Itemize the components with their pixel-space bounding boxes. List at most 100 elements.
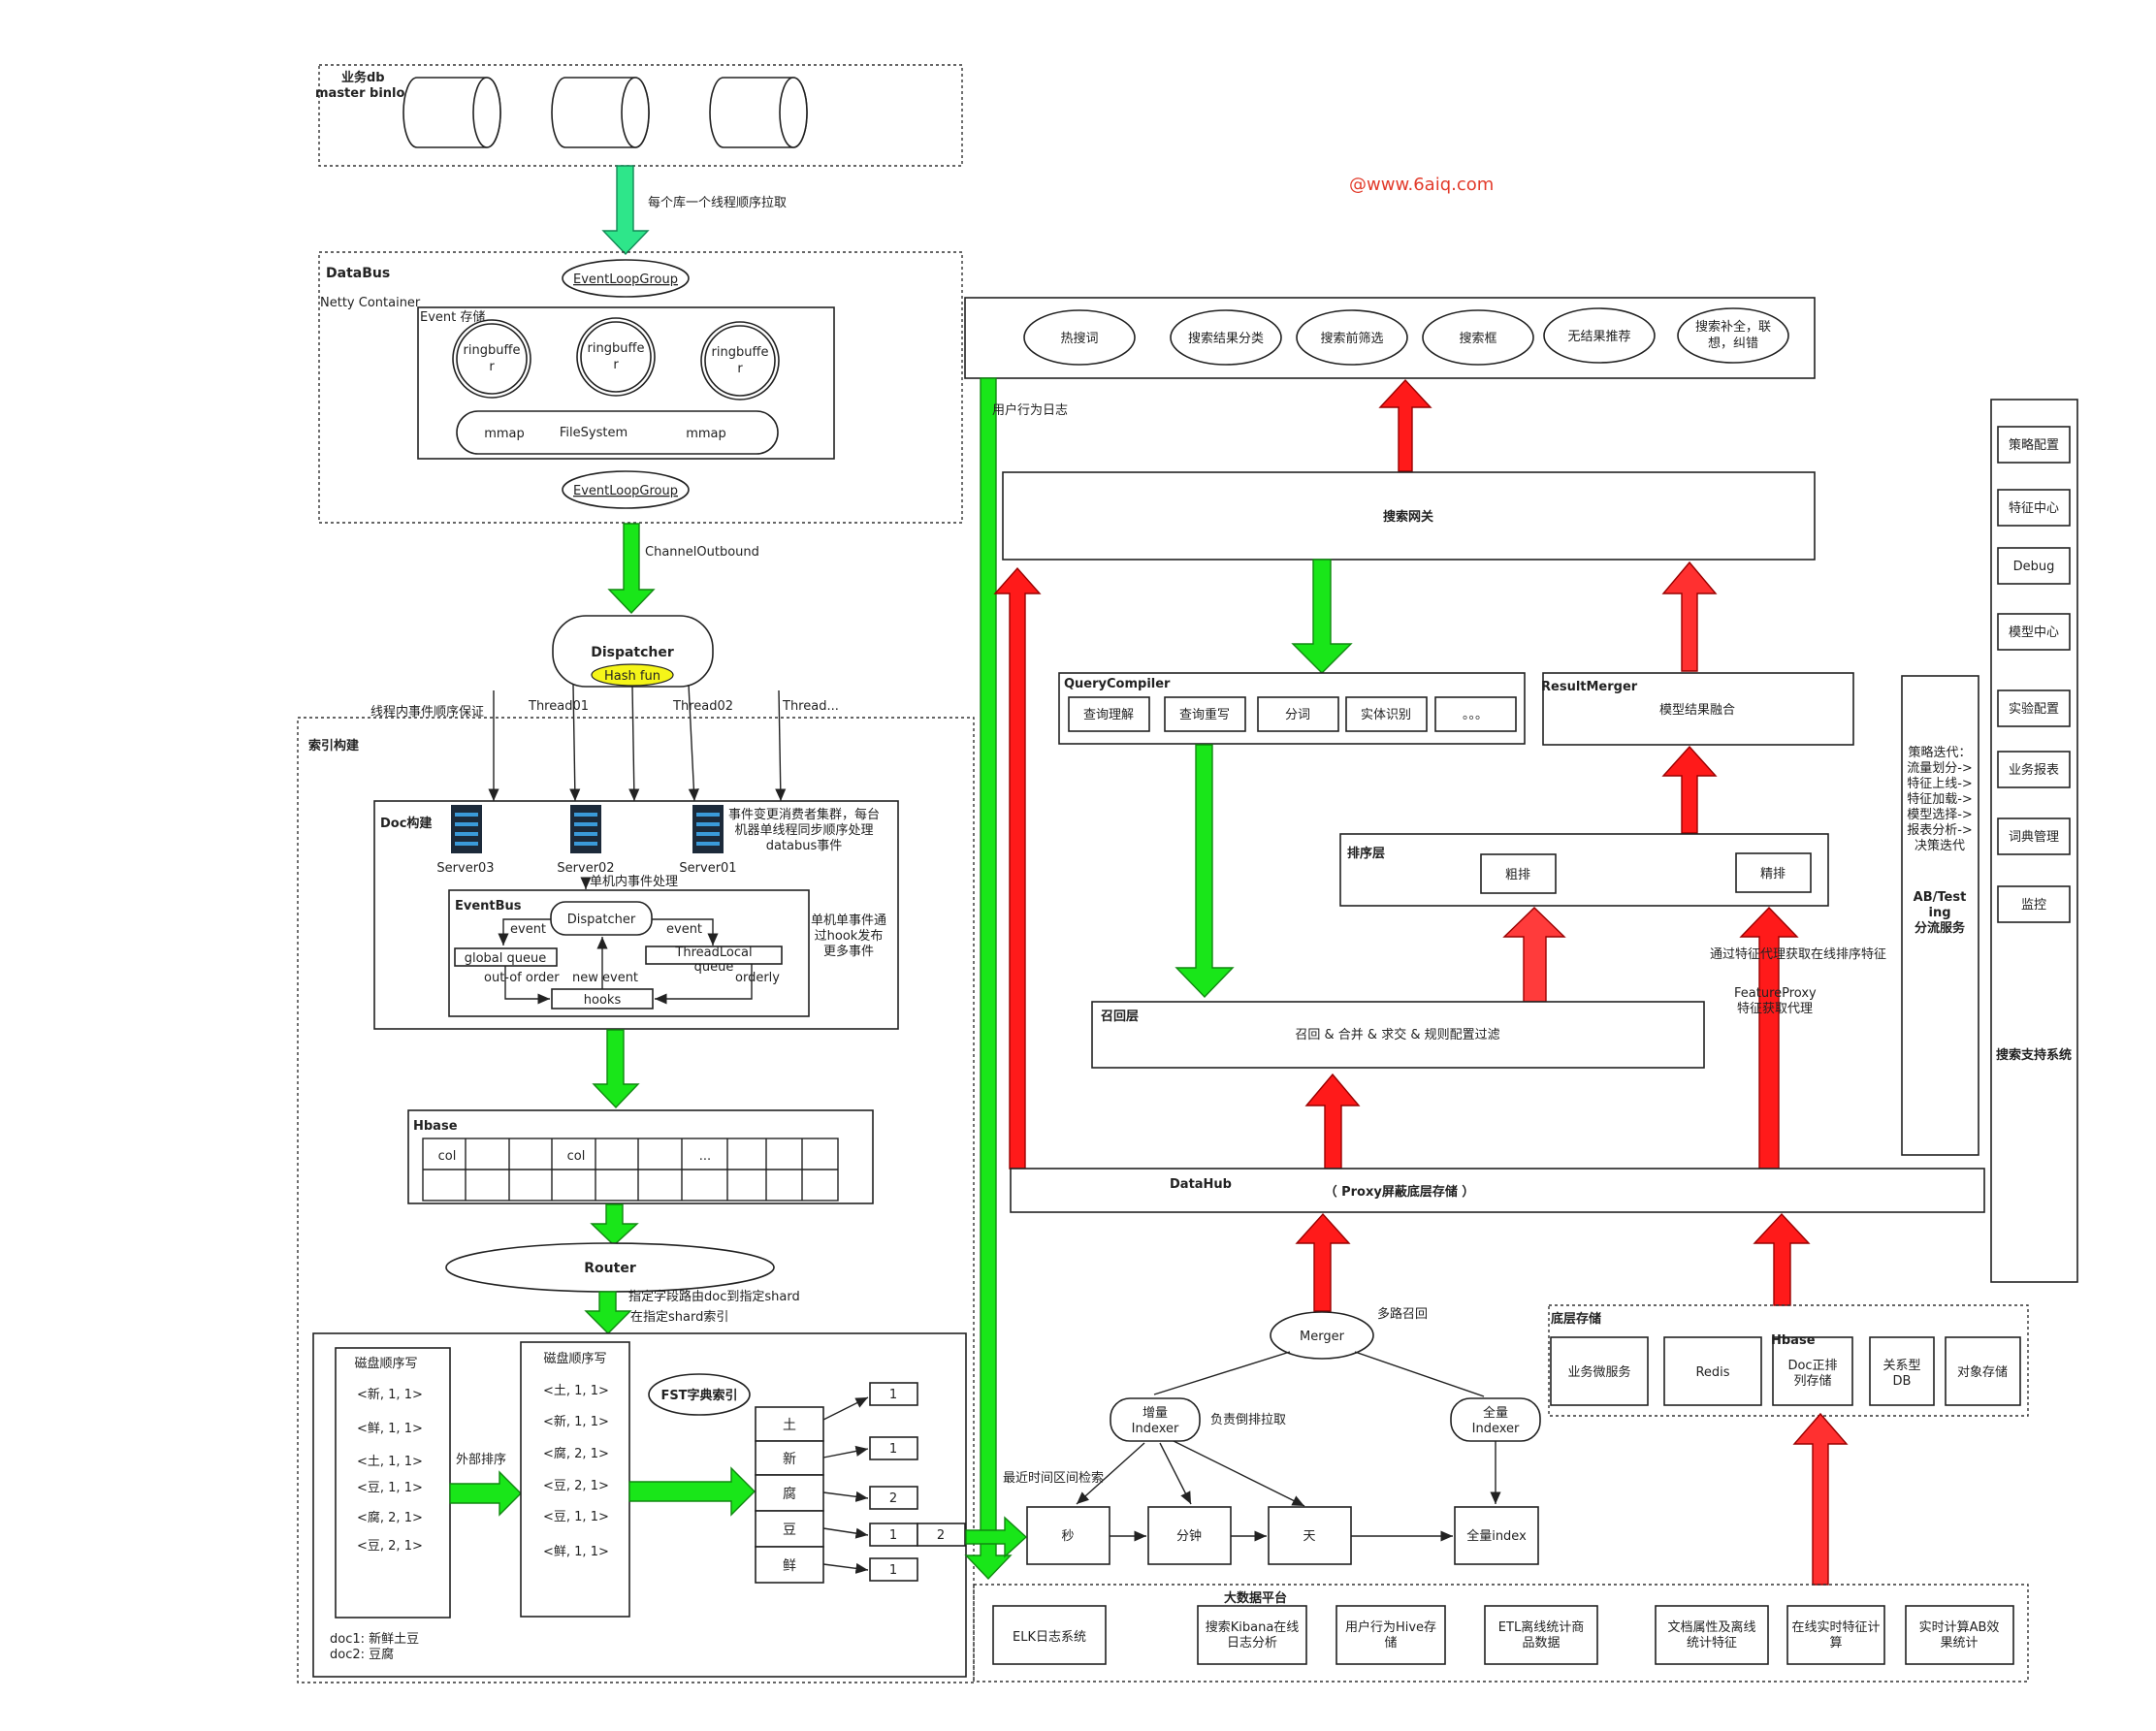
svg-text:策略配置: 策略配置 [2009,437,2059,453]
merger-label: Merger [1300,1330,1345,1344]
disk-write-box [335,1347,451,1619]
posting-value: 2 [889,1491,897,1506]
svg-text:热搜词: 热搜词 [1060,332,1098,346]
svg-text:秒: 秒 [1061,1529,1074,1544]
storage-microservice [1550,1336,1649,1406]
svg-text:搜索框: 搜索框 [1459,332,1496,346]
bigdata-box [973,1584,2029,1683]
feature-no-result [1543,307,1656,364]
fst-term: 新 [783,1452,796,1467]
hook-note: 更多事件 [823,944,874,959]
svg-text:r: r [489,360,495,374]
svg-text:ringbuffe: ringbuffe [712,345,769,360]
incr-indexer [1110,1397,1201,1442]
server03-label: Server03 [436,861,494,876]
storage-hbase-title: Hbase [1771,1333,1816,1348]
datahub-box [1010,1168,1985,1213]
source-title-2: master binlog [315,86,414,101]
recall-up-arrow [1304,1073,1361,1170]
posting-to-sec-arrow [965,1516,1028,1558]
threadlocal-queue [645,946,783,965]
svg-text:无结果推荐: 无结果推荐 [1567,330,1630,344]
list-a-item: <豆, 1, 1> [357,1481,423,1495]
eventloop-bottom [562,470,690,509]
list-b-item: <腐, 2, 1> [543,1447,609,1461]
source-db-box [318,64,963,167]
eventloop-top [562,259,690,298]
bigdata-realtime [1786,1605,1885,1665]
support-debug [1997,547,2071,585]
storage-rdb [1869,1336,1935,1406]
bigdata-doc-features [1655,1605,1769,1665]
thread01-label: Thread01 [528,699,589,714]
svg-text:Debug: Debug [2013,560,2055,574]
eventloop-bottom-label: EventLoopGroup [573,484,678,498]
feature-proxy-label: FeatureProxy [1734,986,1817,1001]
svg-text:监控: 监控 [2021,898,2046,913]
fst-term: 鲜 [783,1558,796,1574]
source-title-1: 业务db [341,70,385,85]
disk-write-label: 磁盘顺序写 [543,1351,606,1366]
posting-value: 1 [889,1388,897,1402]
fst-label: FST字典索引 [660,1388,737,1403]
svg-text:模型中心: 模型中心 [2009,625,2059,640]
feature-completion [1677,307,1789,364]
support-business-report [1997,751,2071,788]
bigdata-kibana [1197,1605,1307,1665]
ab-line: 特征上线-> [1907,777,1973,791]
global-queue-label: global queue [465,951,547,966]
svg-text:搜索前筛选: 搜索前筛选 [1320,331,1383,346]
posting-value: 1 [889,1563,897,1578]
ab-line: 流量划分-> [1907,761,1973,776]
storage-hbase [1772,1336,1853,1406]
posting-cell [869,1557,918,1582]
pull-label: 每个库一个线程顺序拉取 [648,195,787,210]
svg-text:统计特征: 统计特征 [1687,1636,1737,1651]
svg-text:想，纠错: 想，纠错 [1708,336,1758,351]
posting-cell [869,1436,918,1460]
router-note: 指定字段路由doc到指定shard [628,1289,800,1304]
svg-text:全量: 全量 [1483,1405,1508,1421]
ab-line: 报表分析-> [1907,823,1973,838]
db-cylinder [402,77,501,148]
consumer-note: 事件变更消费者集群，每台 [728,807,880,822]
ab-line: 特征加载-> [1907,792,1973,807]
ab-title: 分流服务 [1915,920,1966,936]
feature-online-label: 通过特征代理获取在线排序特征 [1710,947,1886,962]
support-dictionary [1997,817,2071,855]
qc-to-recall-arrow [1175,744,1235,999]
recall-box [1091,1001,1705,1069]
support-experiment-config [1997,689,2071,727]
rank-title: 排序层 [1347,846,1385,861]
ab-test-box [1901,675,1979,1156]
result-merger-title: ResultMerger [1541,680,1638,694]
svg-text:DB: DB [1893,1374,1912,1389]
svg-text:Indexer: Indexer [1132,1422,1179,1436]
hash-fun-label: Hash fun [604,669,660,684]
svg-text:在线实时特征计: 在线实时特征计 [1791,1620,1880,1635]
list-a-item: <腐, 2, 1> [357,1511,423,1525]
coarse-rank-label: 粗排 [1505,868,1530,882]
storage-redis [1663,1336,1762,1406]
filesystem-box [456,410,779,455]
list-a-item: <新, 1, 1> [357,1387,423,1402]
hbase-grid [422,1138,839,1202]
svg-text:全量index: 全量index [1466,1528,1527,1544]
multi-recall-label: 多路召回 [1377,1306,1428,1322]
doc-build-title: Doc构建 [380,816,432,831]
svg-text:文档属性及离线: 文档属性及离线 [1667,1619,1755,1635]
svg-text:实验配置: 实验配置 [2009,701,2059,717]
svg-text:ETL离线统计商: ETL离线统计商 [1498,1619,1584,1635]
svg-text:ringbuffe: ringbuffe [588,341,645,356]
recent-search-label: 最近时间区间检索 [1003,1471,1104,1486]
ab-title: ing [1928,906,1950,920]
hook-note: 过hook发布 [815,928,884,944]
external-sort-label: 外部排序 [456,1453,506,1467]
disk-write-box [520,1341,630,1618]
svg-text:列存储: 列存储 [1793,1374,1831,1389]
ab-line: 决策迭代 [1915,838,1965,853]
qc-entity [1345,696,1428,732]
eventbus-title: EventBus [455,899,522,914]
router-note: 在指定shard索引 [630,1310,728,1325]
model-merge-label: 模型结果融合 [1659,703,1735,718]
